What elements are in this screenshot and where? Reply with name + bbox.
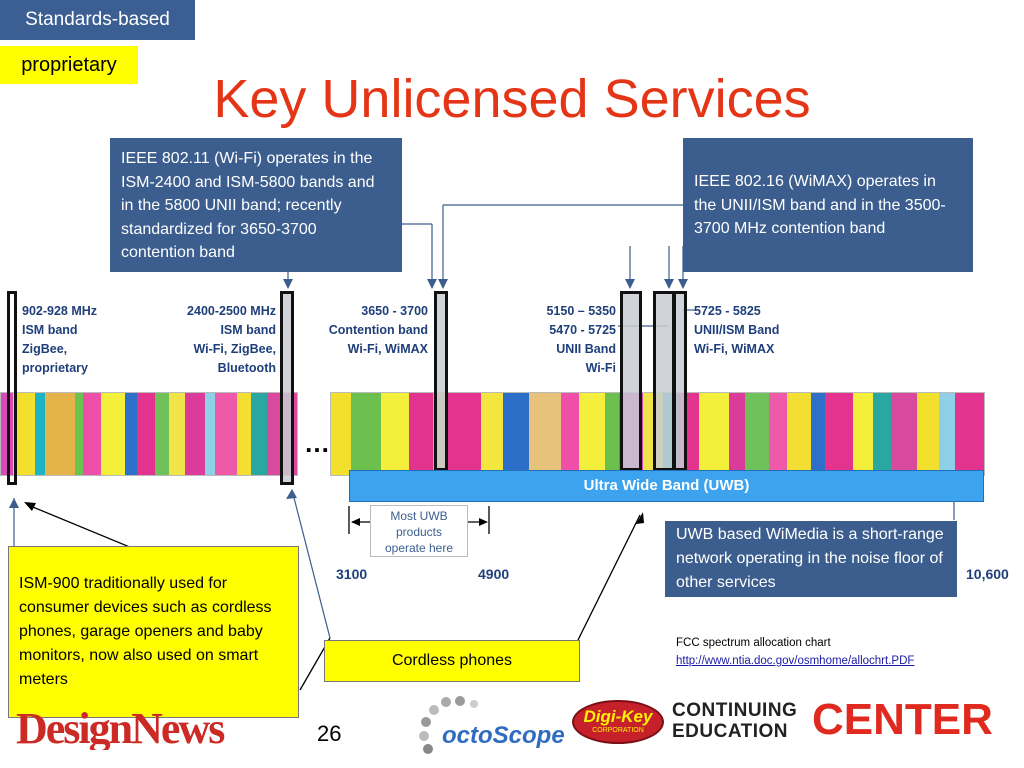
wimax-callout-text: IEEE 802.16 (WiMAX) operates in the UNII…: [694, 173, 946, 237]
digikey-logo: Digi-Key CORPORATION: [572, 700, 664, 744]
ism900-callout: ISM-900 traditionally used for consumer …: [8, 546, 299, 718]
digikey-logo-text: Digi-Key: [583, 707, 653, 726]
cordless-phones-text: Cordless phones: [391, 652, 513, 669]
axis-label-10600: 10,600: [966, 566, 1009, 582]
uwb-bar: Ultra Wide Band (UWB): [349, 470, 984, 502]
band-label-5150: 5150 – 5350 5470 - 5725 UNII Band Wi-Fi: [546, 304, 616, 375]
uwb-callout-text: UWB based WiMedia is a short-range netwo…: [676, 526, 944, 591]
marker-900: [7, 291, 17, 485]
uwb-callout: UWB based WiMedia is a short-range netwo…: [665, 521, 957, 597]
uwb-products-text: Most UWB products operate here: [384, 509, 454, 555]
slide-title: Key Unlicensed Services: [213, 69, 811, 129]
octoscope-dots-icon: [419, 696, 478, 754]
marker-5725: [673, 291, 687, 471]
proprietary-tag: proprietary: [0, 46, 138, 84]
cec-center-text: CENTER: [812, 695, 993, 744]
axis-label-4900: 4900: [478, 566, 510, 582]
cec-logo: CONTINUING EDUCATION: [672, 700, 812, 744]
octoscope-logo-text: octoScope: [442, 722, 565, 749]
wifi-callout: IEEE 802.11 (Wi-Fi) operates in the ISM-…: [110, 138, 402, 272]
cec-logo-line2: EDUCATION: [672, 721, 789, 742]
band-label-900: 902-928 MHz ISM band ZigBee, proprietary: [22, 304, 98, 375]
spectrum-strip-left: [0, 392, 298, 476]
source-label: FCC spectrum allocation chart: [676, 637, 831, 649]
ism900-callout-text: ISM-900 traditionally used for consumer …: [19, 575, 272, 688]
standards-based-tag: Standards-based: [0, 0, 195, 40]
octoscope-logo: octoScope: [414, 694, 574, 758]
wifi-callout-text: IEEE 802.11 (Wi-Fi) operates in the ISM-…: [121, 150, 375, 261]
marker-5150: [620, 291, 642, 471]
marker-2400: [280, 291, 294, 485]
uwb-products-box: Most UWB products operate here: [370, 505, 468, 557]
cec-logo-line1: CONTINUING: [672, 700, 798, 721]
wimax-callout: IEEE 802.16 (WiMAX) operates in the UNII…: [683, 138, 973, 272]
spectrum-strip-right: [330, 392, 985, 476]
spectrum-ellipsis: …: [304, 428, 330, 458]
marker-3650: [434, 291, 448, 471]
axis-label-3100: 3100: [336, 566, 368, 582]
band-label-3650: 3650 - 3700 Contention band Wi-Fi, WiMAX: [328, 304, 428, 356]
designnews-logo-text: DesignNews: [16, 704, 225, 751]
page-number: 26: [317, 721, 342, 746]
marker-5470: [653, 291, 675, 471]
designnews-logo: DesignNews: [16, 700, 266, 751]
digikey-logo-subtext: CORPORATION: [592, 727, 644, 734]
source-link[interactable]: http://www.ntia.doc.gov/osmhome/allochrt…: [676, 655, 915, 667]
cordless-phones-callout: Cordless phones: [324, 640, 580, 682]
band-label-5725: 5725 - 5825 UNII/ISM Band Wi-Fi, WiMAX: [694, 304, 780, 356]
band-label-2400: 2400-2500 MHz ISM band Wi-Fi, ZigBee, Bl…: [187, 304, 276, 375]
